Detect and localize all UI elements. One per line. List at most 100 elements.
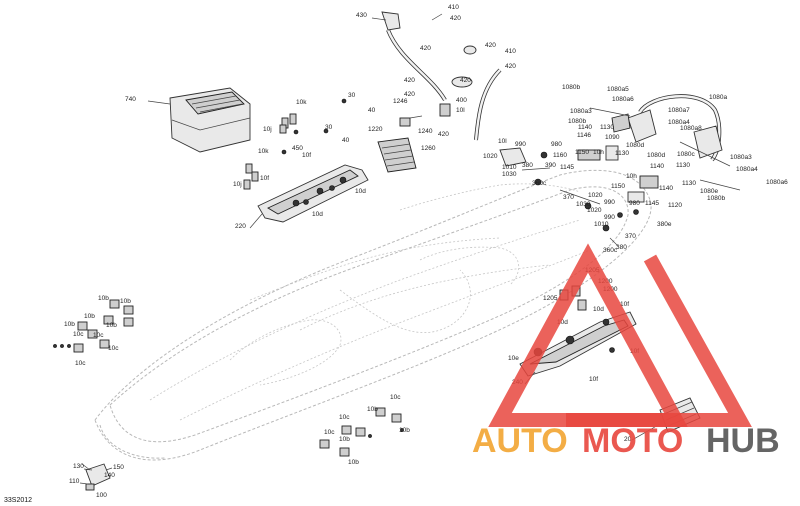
- callout-label: 1145: [560, 164, 574, 171]
- callout-label: 1080b: [562, 84, 580, 91]
- callout-label: 1020: [588, 192, 603, 199]
- callout-label: 10b: [64, 321, 75, 328]
- callout-label: 10l: [456, 107, 465, 114]
- callout-label: 10e: [508, 355, 519, 362]
- callout-label: 1030: [502, 171, 517, 178]
- callout-label: 370: [563, 194, 574, 201]
- callout-label: 430: [356, 12, 367, 19]
- callout-label: 10k: [258, 148, 269, 155]
- callout-label: 10d: [355, 188, 366, 195]
- callout-label: 220: [235, 223, 246, 230]
- callout-label: 1150: [575, 149, 589, 156]
- callout-label: 1080a7: [668, 107, 690, 114]
- clip-cluster-bottom: [319, 407, 404, 457]
- callout-label: 10c: [339, 414, 350, 421]
- callout-label: 1080a8: [680, 125, 702, 132]
- callout-label: 980: [551, 141, 562, 148]
- hose-assembly: [381, 11, 502, 141]
- callout-label: 1080d: [626, 142, 644, 149]
- callout-label: 40: [368, 107, 376, 114]
- mat-1220: [377, 137, 417, 173]
- callout-label: 420: [485, 42, 496, 49]
- callout-label: 1080b: [568, 118, 586, 125]
- callout-label: 420: [420, 45, 431, 52]
- callout-label: 1145: [645, 200, 659, 207]
- hull-outline: [94, 169, 652, 461]
- callout-label: 1020: [483, 153, 498, 160]
- callout-label: 990: [515, 141, 526, 148]
- callout-label: 40: [342, 137, 350, 144]
- callout-label: 10d: [312, 211, 323, 218]
- callout-label: 10h: [593, 149, 604, 156]
- callout-label: 110: [69, 478, 80, 485]
- callout-label: 150: [113, 464, 124, 471]
- callout-label: 30: [348, 92, 356, 99]
- callout-label: 10l: [498, 138, 507, 145]
- callout-label: 10b: [367, 406, 378, 413]
- callout-label: 1080a4: [736, 166, 758, 173]
- callout-label: 1240: [418, 128, 433, 135]
- callout-label: 1140: [659, 185, 673, 192]
- callout-label: 1020: [587, 207, 602, 214]
- callout-label: 10c: [390, 394, 401, 401]
- callout-label: 410: [448, 4, 459, 11]
- callout-label: 380: [616, 244, 627, 251]
- callout-label: 1220: [368, 126, 383, 133]
- callout-label: 1080a3: [730, 154, 752, 161]
- callout-label: 10f: [620, 301, 629, 308]
- callout-label: 1080a5: [607, 86, 629, 93]
- callout-label: 370: [625, 233, 636, 240]
- callout-label: 1080a: [709, 94, 727, 101]
- callout-label: 10b: [339, 436, 350, 443]
- callout-label: 1140: [650, 163, 664, 170]
- fasteners: [243, 98, 411, 190]
- callout-label: 420: [505, 63, 516, 70]
- callout-label: 380e: [657, 221, 672, 228]
- callout-label: 1080b: [707, 195, 725, 202]
- callout-label: 10c: [73, 331, 84, 338]
- callout-label: 360c: [532, 180, 547, 187]
- callout-label: 400: [456, 97, 467, 104]
- callout-label: 980: [629, 200, 640, 207]
- callout-label: 1146: [577, 132, 591, 139]
- callout-label: 10j: [233, 181, 242, 188]
- callout-label: 20: [624, 436, 632, 443]
- callout-label: 390: [545, 162, 556, 169]
- watermark-hub: HUB: [706, 422, 780, 460]
- callout-label: 10b: [106, 322, 117, 329]
- callout-label: 1246: [393, 98, 408, 105]
- callout-label: 1130: [676, 162, 690, 169]
- callout-label: 10f: [589, 376, 598, 383]
- callout-label: 1120: [668, 202, 682, 209]
- callout-label: 10d: [593, 306, 604, 313]
- part-100-group: [81, 463, 113, 491]
- callout-label: 10f: [260, 175, 269, 182]
- callout-label: 10b: [84, 313, 95, 320]
- callout-label: 450: [292, 145, 303, 152]
- callout-label: 10c: [108, 345, 119, 352]
- watermark-logo: AUTO MOTO HUB: [472, 243, 780, 460]
- callout-label: 10c: [75, 360, 86, 367]
- callout-label: 30: [325, 124, 333, 131]
- callout-label: 1205: [543, 295, 558, 302]
- clip-cluster-left: [53, 299, 134, 353]
- side-rail-220: [257, 164, 369, 223]
- callout-label: 420: [438, 131, 449, 138]
- callout-label: 1130: [615, 150, 629, 157]
- callout-label: 420: [460, 77, 471, 84]
- callout-label: 1080a3: [570, 108, 592, 115]
- callout-label: 130: [73, 463, 84, 470]
- callout-label: 1010: [594, 221, 609, 228]
- callout-label: 1160: [553, 152, 567, 159]
- callout-label: 1140: [578, 124, 592, 131]
- callout-label: 740: [125, 96, 136, 103]
- callout-label: 990: [604, 199, 615, 206]
- callout-label: 1260: [421, 145, 436, 152]
- diagram-reference: 33S2012: [4, 497, 32, 504]
- callout-label: 10b: [98, 295, 109, 302]
- callout-label: 140: [104, 472, 115, 479]
- callout-label: 380: [522, 162, 533, 169]
- callout-label: 10k: [296, 99, 307, 106]
- watermark-auto: AUTO: [472, 422, 568, 460]
- callout-label: 10d: [557, 319, 568, 326]
